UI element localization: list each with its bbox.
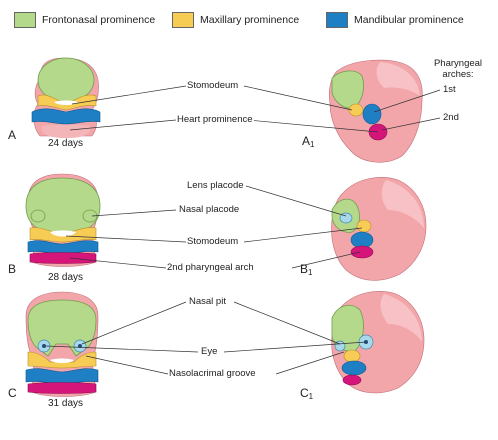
panel-letter-b: B: [8, 262, 17, 276]
embryo-a1-frontonasal: [331, 70, 364, 109]
label-stomodeum-a: Stomodeum: [186, 80, 240, 91]
embryo-b1-lens-placode: [339, 212, 353, 224]
embryo-b-nasal-placode-right: [82, 209, 98, 223]
embryo-c1-mandibular: [341, 360, 367, 376]
embryo-b1-body-shade: [381, 180, 424, 228]
embryo-b-stomodeum: [50, 230, 76, 237]
legend-label-maxillary: Maxillary prominence: [200, 14, 300, 26]
embryo-c1-lateral: [331, 291, 425, 394]
embryo-a-frontal: [31, 57, 101, 138]
embryo-c1-second-arch: [342, 374, 362, 386]
leader-second-pharyngeal-right: [291, 251, 361, 269]
leader-lens-placode: [245, 185, 347, 217]
leader-first-arch: [373, 89, 441, 113]
embryo-c-maxillary: [27, 351, 97, 369]
embryo-a1-body-shade: [376, 62, 420, 96]
label-lens-placode: Lens placode: [186, 180, 245, 191]
panel-letter-c: C: [8, 386, 17, 400]
embryo-c-stomodeum: [50, 358, 74, 363]
panel-days-a: 24 days: [48, 138, 84, 149]
legend-label-frontonasal: Frontonasal prominence: [42, 14, 156, 26]
leader-stomodeum-b-left: [65, 235, 187, 243]
panel-letter-c1: C1: [300, 386, 314, 401]
embryo-c1-body-shade: [380, 294, 422, 342]
legend-frontonasal: Frontonasal prominence: [14, 12, 155, 28]
leader-nasolacrimal-left: [85, 355, 169, 375]
leader-stomodeum-a-right: [243, 85, 353, 111]
legend-swatch-frontonasal: [14, 12, 36, 28]
label-eye: Eye: [200, 346, 219, 357]
leader-eye-left: [45, 345, 199, 353]
leader-nasal-pit-left: [81, 301, 187, 345]
embryo-b1-second-arch: [350, 245, 374, 259]
leader-nasal-pit-right: [233, 301, 341, 345]
panel-letter-a1: A1: [302, 134, 315, 149]
leader-heart-left: [69, 119, 177, 131]
embryo-b1-maxillary: [356, 219, 372, 233]
legend-swatch-maxillary: [172, 12, 194, 28]
legend-mandibular: Mandibular prominence: [326, 12, 464, 28]
embryo-c-eye-left: [42, 344, 46, 348]
leader-eye-right: [223, 341, 367, 353]
embryo-b1-mandibular: [350, 231, 374, 249]
legend-label-mandibular: Mandibular prominence: [354, 14, 464, 26]
embryo-b-nasal-placode-left: [30, 209, 46, 223]
leader-second-pharyngeal-left: [69, 257, 167, 269]
label-pharyngeal-arches: Pharyngeal arches:: [428, 58, 488, 80]
embryo-b-second-arch: [29, 252, 97, 264]
label-second-arch: 2nd: [442, 112, 460, 123]
label-stomodeum-b: Stomodeum: [186, 236, 240, 247]
panel-days-b: 28 days: [48, 272, 84, 283]
leader-stomodeum-a-left: [71, 85, 187, 105]
embryo-c-second-arch: [27, 382, 97, 394]
embryo-b1-lateral: [331, 177, 427, 281]
label-first-arch: 1st: [442, 84, 457, 95]
label-second-pharyngeal-arch: 2nd pharyngeal arch: [166, 262, 255, 273]
label-nasolacrimal-groove: Nasolacrimal groove: [168, 368, 257, 379]
leader-nasal-placode: [91, 209, 177, 217]
leader-second-arch: [381, 117, 441, 131]
embryo-c-frontal: [25, 291, 99, 397]
legend-maxillary: Maxillary prominence: [172, 12, 299, 28]
label-heart-prominence: Heart prominence: [176, 114, 254, 125]
leader-heart-right: [247, 119, 379, 133]
label-nasal-placode: Nasal placode: [178, 204, 241, 215]
label-nasal-pit: Nasal pit: [188, 296, 227, 307]
embryo-b-frontonasal: [25, 177, 101, 233]
leader-nasolacrimal-right: [275, 351, 345, 375]
embryo-a1-maxillary: [348, 103, 364, 117]
leader-lines: [45, 85, 441, 375]
panel-letter-b1: B1: [300, 262, 313, 277]
panel-letter-a: A: [8, 128, 17, 142]
embryo-a1-mandibular: [362, 103, 382, 125]
embryo-a-maxillary: [37, 94, 97, 111]
embryo-a-mandibular: [31, 108, 101, 125]
panel-days-c: 31 days: [48, 398, 84, 409]
leader-stomodeum-b-right: [243, 227, 363, 243]
legend-swatch-mandibular: [326, 12, 348, 28]
embryo-b-frontal: [25, 173, 101, 267]
embryo-a-heart: [41, 124, 91, 138]
embryo-c1-maxillary: [343, 349, 361, 363]
